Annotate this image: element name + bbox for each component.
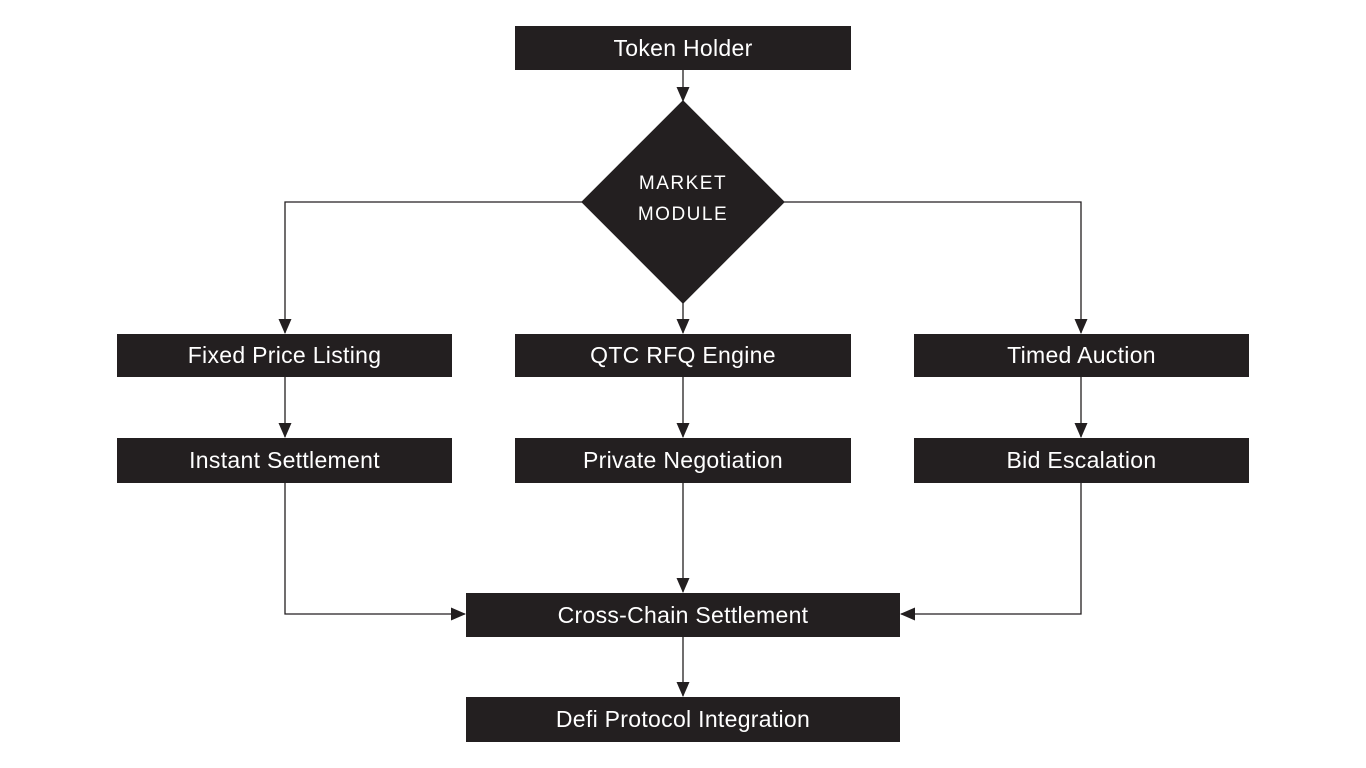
node-cross-chain-settlement: Cross-Chain Settlement xyxy=(466,593,900,637)
node-defi-protocol-integration: Defi Protocol Integration xyxy=(466,697,900,742)
edge-marketmodule-timedauction xyxy=(784,201,1088,334)
node-timed-auction: Timed Auction xyxy=(914,334,1249,377)
node-fixed-price-listing: Fixed Price Listing xyxy=(117,334,452,377)
node-bid-escalation: Bid Escalation xyxy=(914,438,1249,483)
node-market-module: MARKET MODULE xyxy=(583,168,783,230)
node-token-holder: Token Holder xyxy=(515,26,851,70)
node-private-negotiation: Private Negotiation xyxy=(515,438,851,483)
edge-marketmodule-fixedpricelisting xyxy=(278,201,582,334)
edge-bidescalation-crosschain xyxy=(900,483,1082,621)
edge-instantsettlement-crosschain xyxy=(284,483,466,621)
market-module-line1: MARKET xyxy=(638,173,728,194)
market-module-line2: MODULE xyxy=(637,204,729,225)
node-instant-settlement: Instant Settlement xyxy=(117,438,452,483)
node-qtc-rfq-engine: QTC RFQ Engine xyxy=(515,334,851,377)
